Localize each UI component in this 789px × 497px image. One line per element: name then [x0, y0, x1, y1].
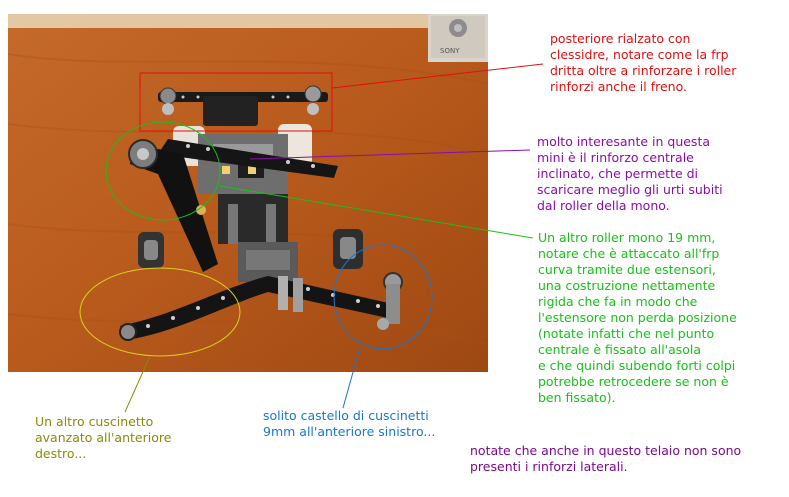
blue-leader-line: [342, 346, 361, 409]
center-inclined-reinforcement: [158, 139, 338, 178]
rear-frp-bar: [158, 85, 328, 126]
bearing-stack: [377, 272, 403, 330]
chassis-photo: SONY: [8, 14, 488, 372]
annotation-rear: posteriore rialzato con clessidre, notar…: [550, 31, 737, 94]
front-frp-plate: [119, 276, 393, 341]
red-leader-line: [331, 63, 544, 89]
purple-leader-line: [249, 149, 531, 160]
annotation-center-reinforcement: molto interesante in questa mini è il ri…: [537, 134, 723, 213]
annotation-left-front-bearings: solito castello di cuscinetti 9mm all'an…: [263, 408, 436, 439]
annotation-right-front-bearing: Un altro cuscinetto avanzato all'anterio…: [35, 414, 172, 461]
sony-device: SONY: [428, 14, 488, 62]
annotation-mono-roller: Un altro roller mono 19 mm, notare che è…: [538, 230, 737, 405]
mono-roller-arm: [128, 139, 218, 272]
yellow-highlight-circle: [79, 267, 241, 357]
annotation-side-reinforcements: notate che anche in questo telaio non so…: [470, 443, 742, 474]
red-highlight-box: [139, 72, 333, 132]
green-highlight-circle: [105, 121, 221, 221]
green-leader-line: [219, 185, 534, 239]
olive-leader-line: [124, 355, 151, 413]
sony-label: SONY: [440, 47, 460, 55]
blue-highlight-circle: [333, 244, 433, 350]
